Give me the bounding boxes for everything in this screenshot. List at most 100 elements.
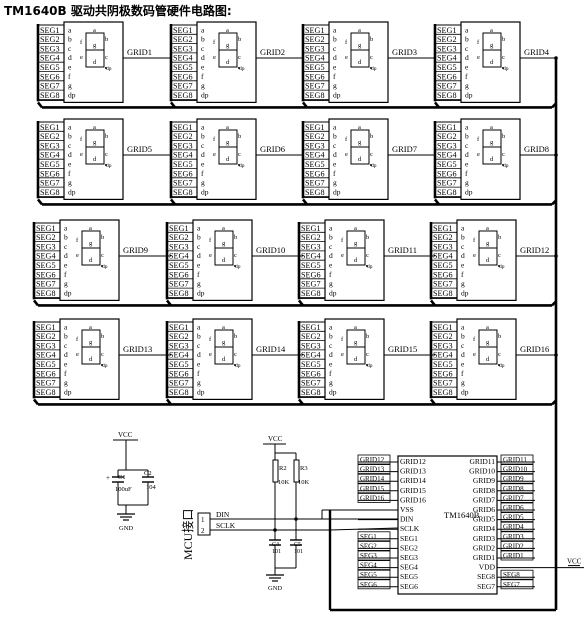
seg-pin-label: SEG8 <box>169 289 189 298</box>
segment-letter: b <box>201 132 205 141</box>
chip-left-pin: GRID12 <box>400 457 426 466</box>
mcu-interface-label: MCU接口 <box>180 509 195 560</box>
segment-letter: e <box>197 261 201 270</box>
r2-value: 10K <box>278 479 290 486</box>
seg-bus-bend <box>36 101 44 109</box>
sclk-chip-wire <box>329 527 399 531</box>
seg-bus-bend <box>32 299 40 307</box>
segment-letter: a <box>197 223 201 232</box>
seg-d-label: d <box>490 59 494 66</box>
chip-left-pin: GRID13 <box>400 467 426 476</box>
seg-pin-label: SEG7 <box>305 82 325 91</box>
seg-pin-label: SEG4 <box>40 151 60 160</box>
chip-right-pin: GRID5 <box>473 515 495 524</box>
segment-letter: a <box>329 223 333 232</box>
segment-letter: e <box>201 63 205 72</box>
segment-letter: g <box>465 178 469 187</box>
digit-module: SEG1SEG2SEG3SEG4SEG5SEG6SEG7SEG8abcdefgd… <box>169 21 303 104</box>
seg-pin-label: SEG7 <box>40 82 60 91</box>
seg-b-label: b <box>101 333 104 340</box>
segment-letter: e <box>465 160 469 169</box>
net-label: SEG5 <box>360 571 377 579</box>
seg-pin-label: SEG1 <box>173 123 193 132</box>
seg-dp-label: dp <box>102 264 108 270</box>
seg-pin-label: SEG1 <box>437 26 457 35</box>
page-title: TM1640B 驱动共阴极数码管硬件电路图: <box>4 4 232 18</box>
grid-label: GRID5 <box>127 144 152 154</box>
net-label-box <box>357 560 391 570</box>
seg-pin-label: SEG3 <box>36 341 56 350</box>
net-label: GRID13 <box>360 466 385 474</box>
seg-pin-label: SEG8 <box>437 91 457 100</box>
seg-pin-label: SEG2 <box>36 332 56 341</box>
seg-pin-label: SEG8 <box>40 91 60 100</box>
seg-dp-label: dp <box>106 163 112 169</box>
seg-g-label: g <box>89 339 93 346</box>
dp-dot <box>101 265 103 267</box>
net-label-box <box>357 464 391 475</box>
seg-e-label: e <box>341 252 344 259</box>
seg-pin-label: SEG7 <box>433 379 453 388</box>
seg-a-label: a <box>490 124 493 131</box>
segment-letter: a <box>68 122 72 131</box>
seg-pin-label: SEG2 <box>433 332 453 341</box>
chip-left-pin: GRID15 <box>400 486 426 495</box>
segment-letter: g <box>333 81 337 90</box>
segment-letter: e <box>201 160 205 169</box>
seg-pin-label: SEG3 <box>173 44 193 53</box>
seg-a-label: a <box>490 27 493 34</box>
seg-pin-label: SEG6 <box>169 270 189 279</box>
seg-c-label: c <box>101 252 104 259</box>
digit-module: SEG1SEG2SEG3SEG4SEG5SEG6SEG7SEG8abcdefgd… <box>165 219 303 302</box>
vcc-label: VCC <box>268 435 283 443</box>
segment-letter: g <box>461 279 465 288</box>
seg-e-label: e <box>345 151 348 158</box>
chip-right-pin: GRID8 <box>473 486 495 495</box>
seg-pin-label: SEG7 <box>36 379 56 388</box>
seg-a-label: a <box>93 124 96 131</box>
segment-letter: d <box>68 53 72 62</box>
seg-f-label: f <box>477 136 480 143</box>
net-label: GRID4 <box>503 523 524 531</box>
segment-letter: b <box>197 233 201 242</box>
seg-b-label: b <box>234 333 237 340</box>
grid-label: GRID1 <box>127 47 152 57</box>
segment-letter: b <box>68 35 72 44</box>
seg-pin-label: SEG7 <box>433 280 453 289</box>
seg-pin-label: SEG7 <box>301 280 321 289</box>
segment-letter: dp <box>333 90 341 99</box>
seg-pin-label: SEG1 <box>36 323 56 332</box>
seg-f-label: f <box>76 237 79 244</box>
net-label: SEG1 <box>360 533 377 541</box>
segment-letter: f <box>465 72 468 81</box>
segment-letter: g <box>197 279 201 288</box>
r3-value: 10K <box>298 479 310 486</box>
sclk-label: SCLK <box>216 521 236 530</box>
seg-dp-label: dp <box>239 66 245 72</box>
seg-pin-label: SEG3 <box>169 341 189 350</box>
seg-pin-label: SEG4 <box>173 151 193 160</box>
seg-c-label: c <box>101 351 104 358</box>
net-label-box <box>357 569 391 580</box>
seg-g-label: g <box>226 139 230 146</box>
segment-letter: dp <box>329 288 337 297</box>
grid-label: GRID3 <box>392 47 417 57</box>
segment-letter: dp <box>465 187 473 196</box>
seg-e-label: e <box>345 54 348 61</box>
seg-c-label: c <box>366 252 369 259</box>
segment-letter: dp <box>197 387 205 396</box>
chip-right-pin: GRID3 <box>473 534 495 543</box>
seg-bus-bend <box>169 198 177 206</box>
seg-dp-label: dp <box>371 163 377 169</box>
seg-pin-label: SEG2 <box>305 132 325 141</box>
segment-letter: b <box>461 233 465 242</box>
seg-f-label: f <box>345 39 348 46</box>
segment-letter: d <box>197 251 201 260</box>
seg-d-label: d <box>222 356 226 363</box>
net-label-box <box>500 531 534 542</box>
net-label-box <box>500 541 534 551</box>
segment-letter: c <box>64 242 68 251</box>
segment-letter: f <box>64 270 67 279</box>
dp-dot <box>238 164 240 166</box>
seg-c-label: c <box>502 151 505 158</box>
